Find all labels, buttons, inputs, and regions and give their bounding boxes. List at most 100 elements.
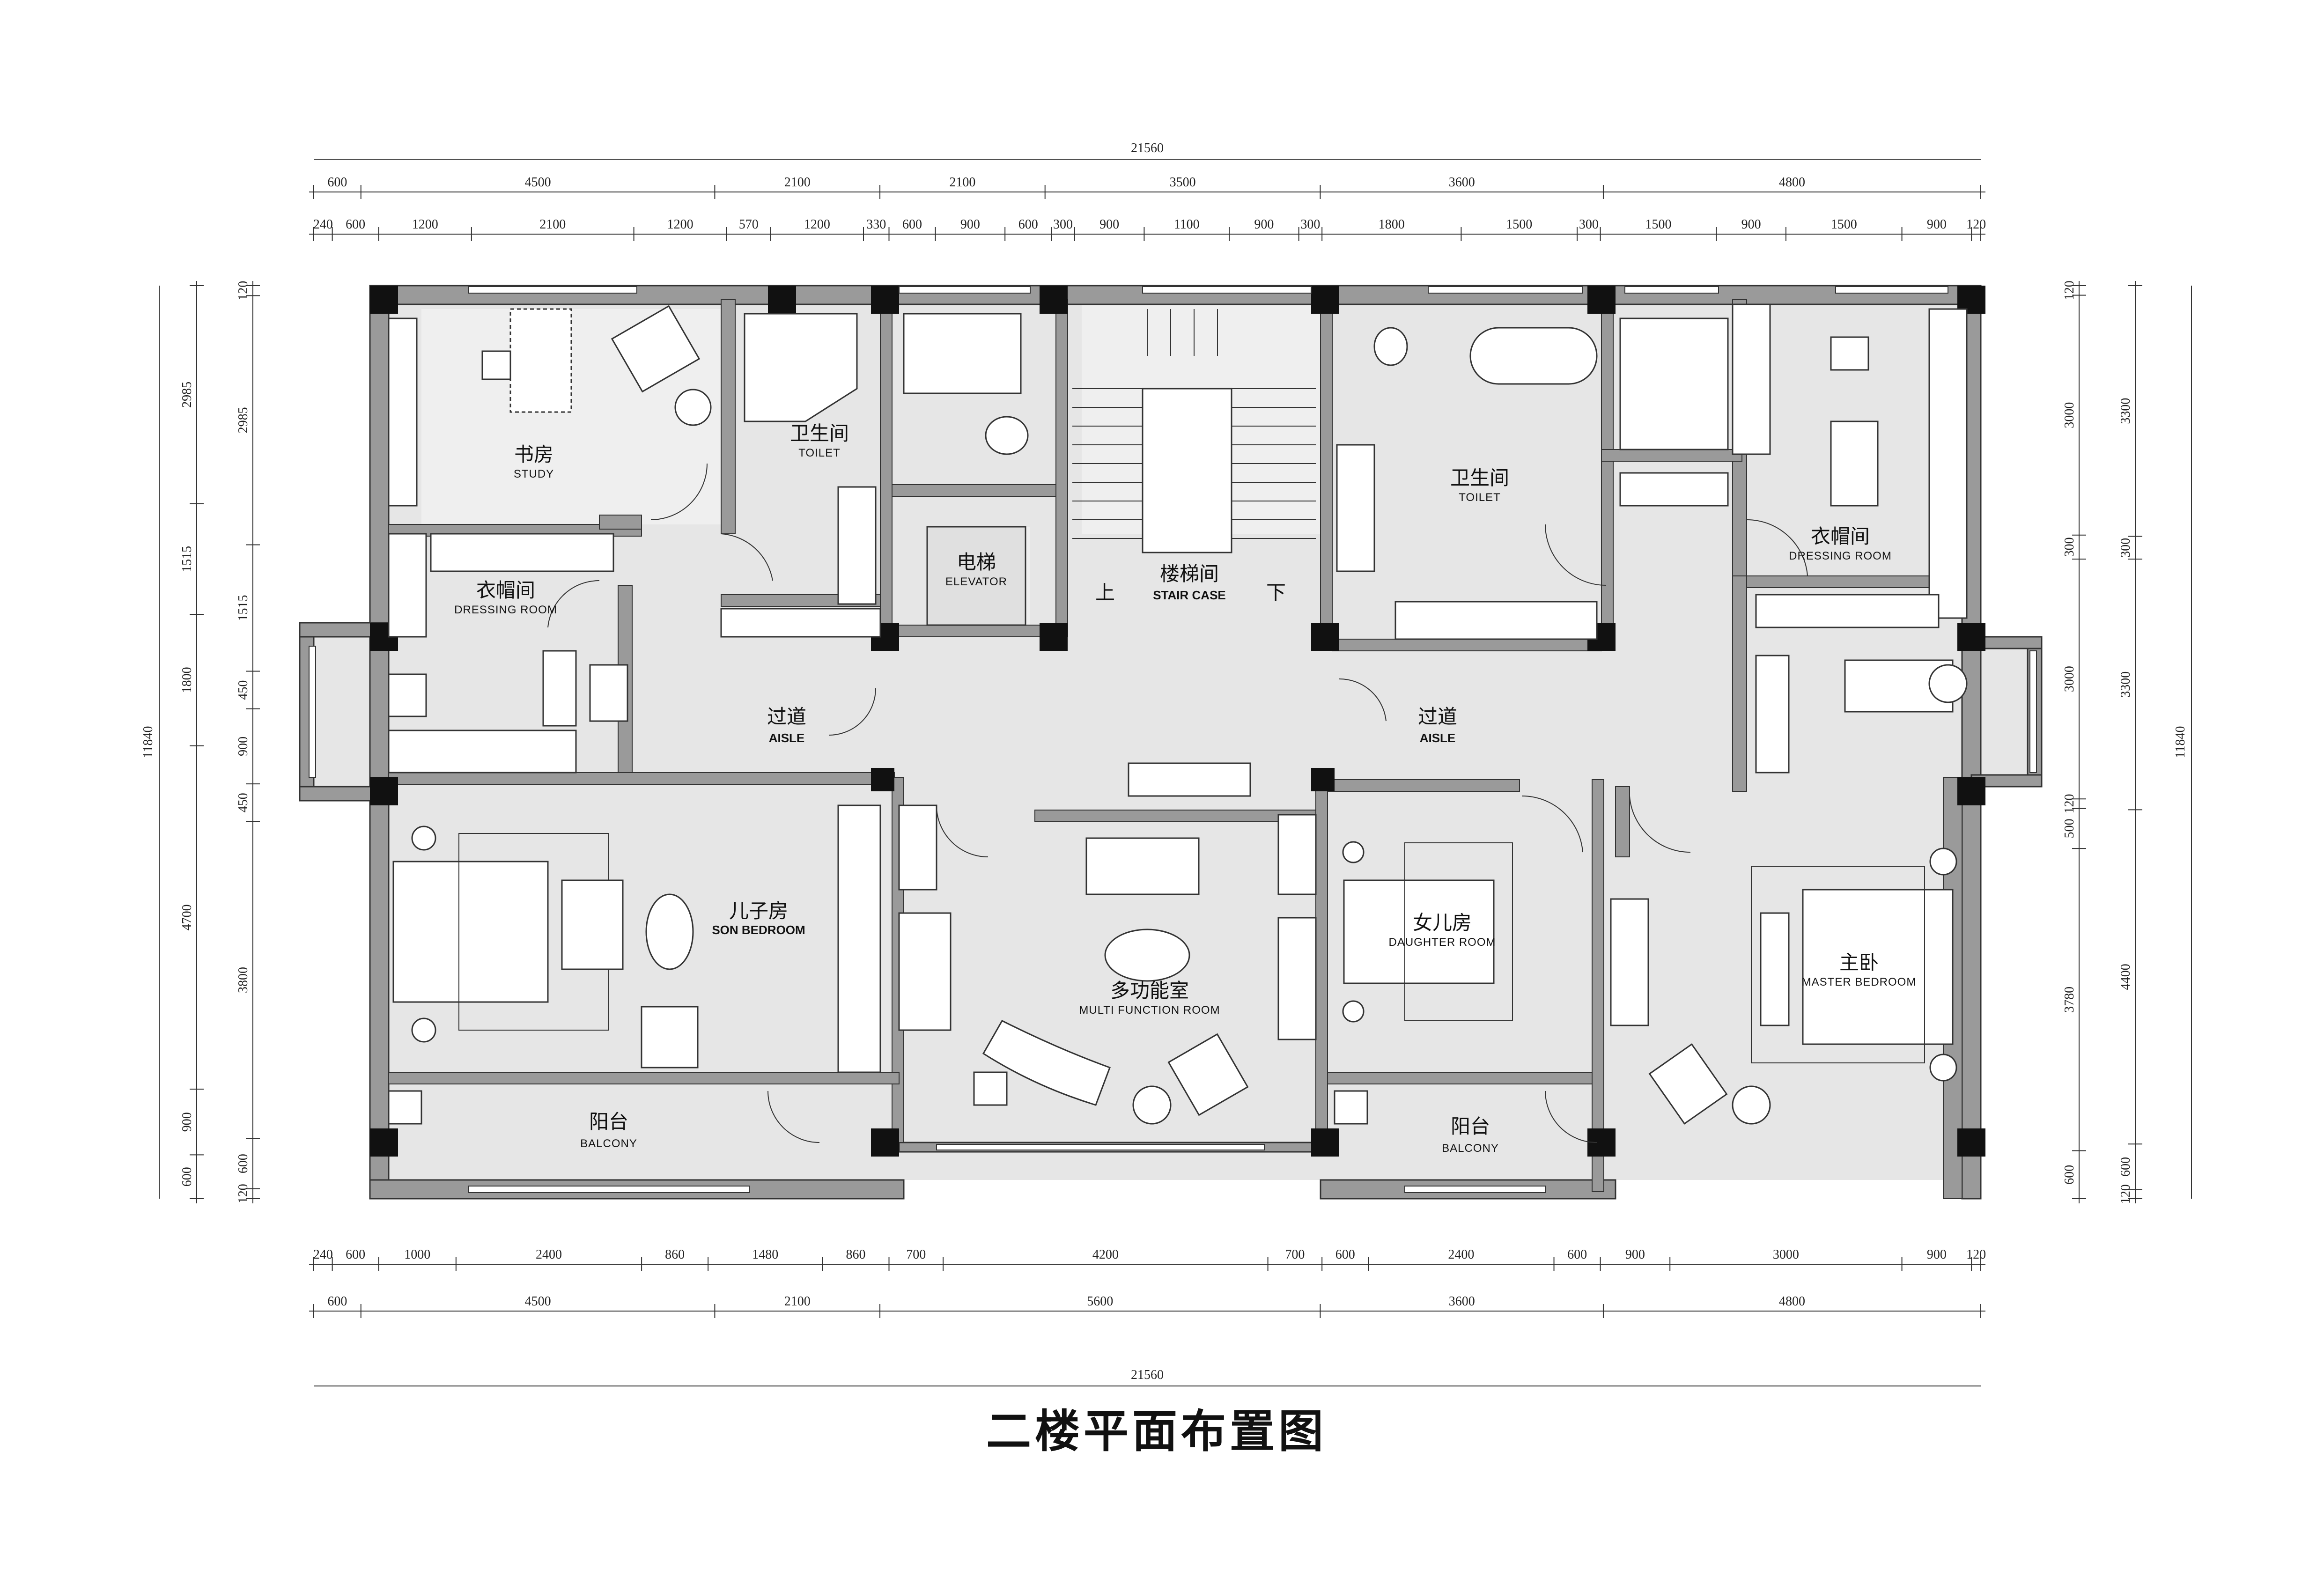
mf-side-table xyxy=(1132,1085,1172,1125)
dim-top-row2-label: 2100 xyxy=(539,217,566,232)
dim-top-row2-label: 570 xyxy=(739,217,759,232)
balcony-sink-right xyxy=(1334,1090,1368,1125)
dim-top-row1-label: 3600 xyxy=(1449,175,1475,190)
dim-right-inner-label: 600 xyxy=(2062,1165,2077,1185)
dim-right-inner-label: 120 xyxy=(2062,794,2077,813)
dim-right-outer-label: 4400 xyxy=(2118,964,2133,990)
dim-top-row2-label: 600 xyxy=(346,217,365,232)
label-dressing-right-cn: 衣帽间 xyxy=(1811,525,1870,548)
dimension-lines xyxy=(159,159,2192,1386)
ottoman-right xyxy=(1830,336,1869,371)
room-labels: 书房 STUDY 卫生间 TOILET 电梯 ELEVATOR 楼梯间 STAI… xyxy=(454,422,1916,1155)
dim-left-outer-label: 4700 xyxy=(180,904,194,930)
mf-coffee-table xyxy=(1104,929,1190,982)
dim-top-row2-label: 600 xyxy=(1018,217,1038,232)
son-tv-unit xyxy=(837,804,881,1073)
master-rug xyxy=(1751,866,1925,1063)
dim-left-inner-label: 3800 xyxy=(236,967,251,993)
dim-top-row2-label: 1100 xyxy=(1174,217,1200,232)
daughter-lamp-bottom xyxy=(1342,1000,1365,1023)
vanity-left xyxy=(837,486,877,605)
dim-top-row1-label: 2100 xyxy=(949,175,975,190)
master-lamp-left xyxy=(1928,664,1968,703)
dim-bottom-row2-label: 4500 xyxy=(525,1294,551,1309)
dim-bottom-row1-label: 860 xyxy=(846,1247,865,1262)
dim-top-row2-label: 900 xyxy=(960,217,980,232)
dim-left-outer-label: 1800 xyxy=(180,667,194,693)
dim-left-inner-label: 1515 xyxy=(236,595,251,621)
dim-top-row2-label: 1200 xyxy=(412,217,438,232)
dim-bottom-row1-label: 1000 xyxy=(404,1247,430,1262)
shower-enclosure xyxy=(903,313,1022,394)
dim-bottom-row1-label: 2400 xyxy=(536,1247,562,1262)
dim-top-row2-label: 900 xyxy=(1254,217,1274,232)
dim-top-row1-label: 4500 xyxy=(525,175,551,190)
dim-bottom-row1-label: 240 xyxy=(313,1247,333,1262)
freestanding-bathtub xyxy=(1469,327,1598,385)
furniture xyxy=(388,303,1968,1125)
wardrobe-right-left xyxy=(1732,303,1771,455)
label-toilet-left-cn: 卫生间 xyxy=(790,422,849,445)
dim-right-total-label: 11840 xyxy=(2173,726,2188,759)
counter-right xyxy=(1394,601,1598,640)
elevator-car xyxy=(926,526,1026,626)
mf-curved-desk xyxy=(982,1020,1111,1106)
study-armchair xyxy=(611,305,701,393)
dim-right-inner-label: 300 xyxy=(2062,537,2077,557)
dim-left-inner-label: 120 xyxy=(236,281,251,301)
label-balcony-left-cn: 阳台 xyxy=(589,1110,628,1133)
label-elevator-cn: 电梯 xyxy=(957,551,996,574)
master-lamp-top xyxy=(1929,848,1957,876)
son-armchair xyxy=(641,1006,699,1069)
label-study-cn: 书房 xyxy=(514,443,553,466)
dim-left-inner-label: 450 xyxy=(236,680,251,700)
label-study-en: STUDY xyxy=(514,468,554,480)
dim-right-inner-label: 3000 xyxy=(2062,666,2077,692)
mf-wardrobe-left xyxy=(898,804,937,891)
dim-left-inner-label: 600 xyxy=(236,1154,251,1173)
label-stair-down: 下 xyxy=(1266,581,1286,604)
dim-bottom-row1-label: 2400 xyxy=(1448,1247,1474,1262)
dim-top-row2-label: 300 xyxy=(1300,217,1320,232)
dressing-shelf-left xyxy=(542,650,577,727)
master-armchair xyxy=(1648,1043,1728,1125)
wardrobe-left-side xyxy=(388,533,427,638)
label-master-bedroom-en: MASTER BEDROOM xyxy=(1802,976,1917,988)
label-staircase-en: STAIR CASE xyxy=(1153,588,1226,602)
mf-shelf-right xyxy=(1277,917,1317,1040)
dim-bottom-row1-label: 860 xyxy=(665,1247,685,1262)
vanity-right xyxy=(1336,444,1375,572)
dim-right-inner-label: 500 xyxy=(2062,818,2077,838)
label-balcony-left-en: BALCONY xyxy=(580,1137,637,1150)
dim-left-inner-label: 120 xyxy=(236,1184,251,1203)
dim-bottom-row1-label: 600 xyxy=(1335,1247,1355,1262)
ottoman-left xyxy=(388,673,427,717)
plant-stand-left xyxy=(589,664,628,722)
dim-right-inner-label: 120 xyxy=(2062,280,2077,300)
label-dressing-left-en: DRESSING ROOM xyxy=(454,604,557,616)
dim-bottom-row1-label: 600 xyxy=(346,1247,365,1262)
master-lamp-bottom xyxy=(1929,1054,1957,1082)
dim-bottom-row1-label: 1480 xyxy=(752,1247,778,1262)
dim-bottom-row1-label: 3000 xyxy=(1773,1247,1799,1262)
label-son-bedroom-cn: 儿子房 xyxy=(729,899,788,922)
son-lamp-top xyxy=(411,825,436,851)
dim-top-row2-label: 1200 xyxy=(804,217,830,232)
study-shelf xyxy=(388,317,418,507)
label-aisle-left-en: AISLE xyxy=(769,731,805,745)
dim-top-row2-label: 900 xyxy=(1099,217,1119,232)
dim-top-total-label: 21560 xyxy=(1131,141,1164,155)
interior-walls xyxy=(388,299,1962,1199)
dim-bottom-row1-label: 600 xyxy=(1567,1247,1587,1262)
dim-right-inner-label: 3000 xyxy=(2062,402,2077,428)
balcony-sink-left xyxy=(388,1090,422,1125)
dim-top-row2-label: 240 xyxy=(313,217,333,232)
dim-left-inner-label: 2985 xyxy=(236,407,251,433)
dim-top-row2-label: 900 xyxy=(1927,217,1947,232)
label-balcony-right-en: BALCONY xyxy=(1442,1142,1499,1155)
dim-bottom-row2-label: 2100 xyxy=(784,1294,811,1309)
stair-well xyxy=(1142,388,1232,553)
dim-top-row2-label: 120 xyxy=(1966,217,1986,232)
dim-top-row2-label: 600 xyxy=(902,217,922,232)
